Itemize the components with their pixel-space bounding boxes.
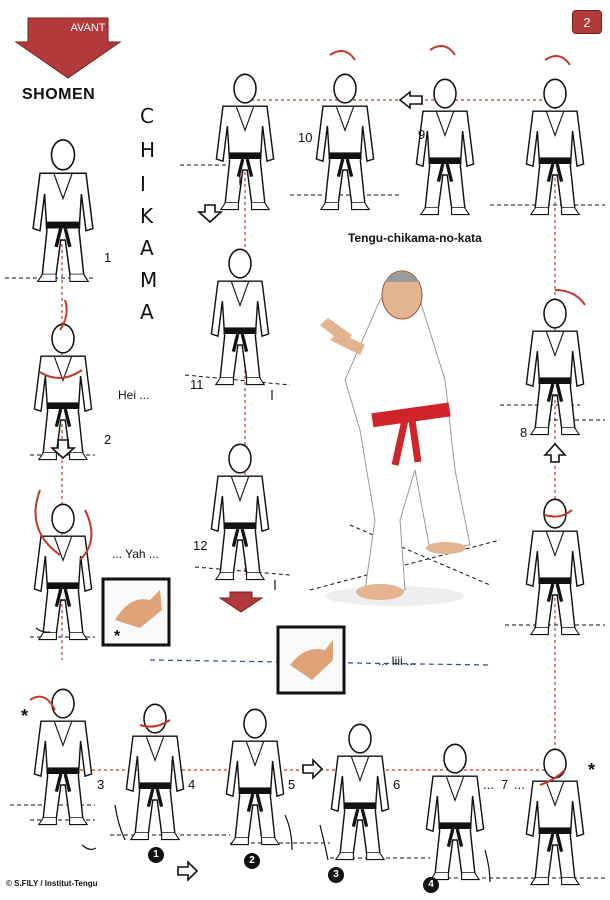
step-8: 8: [520, 425, 528, 440]
master-photo: [320, 270, 471, 606]
kata-title: Tengu-chikama-no-kata: [348, 231, 482, 245]
step-forward-arrow-icon: [218, 591, 264, 613]
title-letter-a1: A: [140, 236, 156, 260]
direction-arrow-icon: [14, 17, 122, 79]
step-11: 11: [190, 377, 204, 392]
step-5: 5: [288, 777, 296, 792]
copyright: © S.FILY / Institut-Tengu: [6, 879, 98, 888]
step-1: 1: [104, 250, 112, 265]
flow-arrow-down-1: [49, 439, 77, 460]
title-letter-i: I: [140, 172, 148, 196]
asterisk-left: *: [21, 706, 29, 726]
flow-arrow-left: [398, 90, 423, 110]
title-letter-a2: A: [140, 300, 156, 324]
step-12: 12: [193, 538, 208, 553]
call-iiii: ... Iiii ...: [378, 654, 417, 668]
title-letter-m: M: [140, 268, 160, 292]
call-hei: Hei ...: [118, 388, 150, 402]
step-6: 6: [393, 777, 401, 792]
iiii-connector: [149, 659, 491, 666]
step-3: 3: [97, 777, 105, 792]
step-4: 4: [188, 777, 196, 792]
inset-hands-2: [276, 625, 346, 695]
foot-marker-1: 1: [148, 847, 164, 863]
step-2: 2: [104, 432, 112, 447]
shomen-label: SHOMEN: [22, 86, 96, 103]
inset-hands-1: [101, 577, 171, 647]
title-letter-c: C: [140, 104, 156, 128]
title-letter-h: H: [140, 138, 158, 162]
foot-marker-3: 3: [328, 867, 344, 883]
foot-marker-4: 4: [423, 877, 439, 893]
flow-arrow-right-2: [177, 860, 199, 882]
step-9: 9: [418, 127, 426, 142]
step-7-prefix: ...: [483, 777, 494, 792]
asterisk-right: *: [588, 760, 596, 780]
page-number-badge: 2: [572, 10, 602, 34]
step-7-suffix: ...: [514, 777, 525, 792]
title-letter-k: K: [140, 204, 156, 228]
call-yah: ... Yah ...: [112, 547, 159, 561]
flow-arrow-right-1: [302, 758, 324, 780]
foot-marker-2: 2: [244, 853, 260, 869]
step-7: 7: [501, 777, 509, 792]
asterisk-inset: *: [114, 628, 121, 645]
flow-arrow-up: [543, 442, 567, 463]
flow-arrow-down-2: [196, 204, 224, 224]
avant-label: AVANT: [70, 22, 106, 34]
step-10: 10: [298, 130, 313, 145]
